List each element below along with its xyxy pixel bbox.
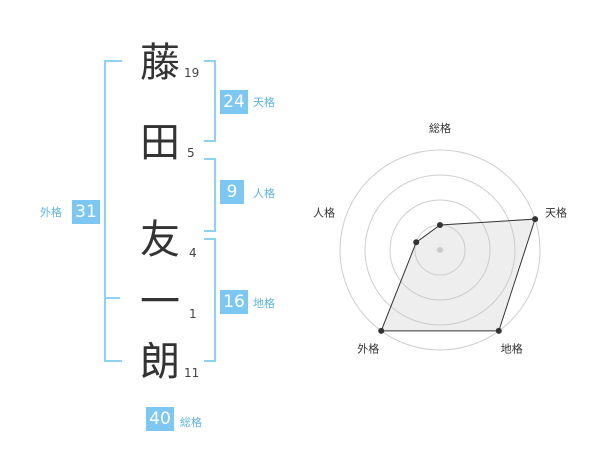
radar-axis-label-5: 人格: [313, 205, 335, 219]
radar-point-3: [495, 327, 502, 334]
name-char-3: 友: [140, 217, 180, 263]
radar-polygon: [380, 218, 536, 332]
soukaku-label: 総格: [180, 416, 202, 429]
jinkaku-value-badge: 9: [220, 180, 244, 204]
name-char-1: 藤: [140, 40, 180, 86]
radar-point-1: [437, 222, 443, 228]
radar-area: [380, 218, 536, 332]
name-char-5: 朗: [140, 339, 180, 385]
name-char-2: 田: [140, 120, 180, 166]
jinkaku-label: 人格: [253, 187, 275, 200]
radar-point-2: [532, 216, 539, 223]
name-char-4: 一: [140, 279, 180, 325]
radar-point-4: [378, 327, 385, 334]
chikaku-bracket: [204, 238, 216, 362]
radar-points: [378, 216, 539, 334]
radar-rings: [339, 149, 541, 351]
tenkaku-label: 天格: [253, 96, 275, 109]
chikaku-label: 地格: [253, 297, 275, 310]
stroke-count-3: 4: [189, 246, 197, 260]
stroke-count-5: 11: [184, 366, 200, 380]
radar-axis-label-3: 地格: [501, 342, 523, 356]
chikaku-value-badge: 16: [220, 290, 248, 314]
radar-point-5: [413, 239, 420, 246]
radar-ring-2: [389, 199, 491, 301]
gaikaku-label: 外格: [40, 206, 62, 219]
gaikaku-value-badge: 31: [72, 200, 100, 224]
stroke-count-2: 5: [187, 146, 195, 160]
radar-ring-4: [339, 149, 541, 351]
radar-ring-3: [364, 174, 516, 326]
stroke-count-1: 19: [184, 66, 200, 80]
gaikaku-bracket-divider: [104, 297, 120, 299]
radar-axis-label-2: 天格: [545, 205, 567, 219]
radar-axis-label-1: 総格: [429, 121, 451, 135]
soukaku-value-badge: 40: [146, 407, 174, 431]
radar-center: [437, 247, 443, 253]
radar-axis-label-4: 外格: [357, 342, 379, 356]
jinkaku-bracket: [204, 158, 216, 232]
tenkaku-value-badge: 24: [220, 90, 248, 114]
tenkaku-bracket: [204, 60, 216, 142]
stroke-count-4: 1: [189, 307, 197, 321]
gaikaku-bracket: [104, 60, 122, 362]
